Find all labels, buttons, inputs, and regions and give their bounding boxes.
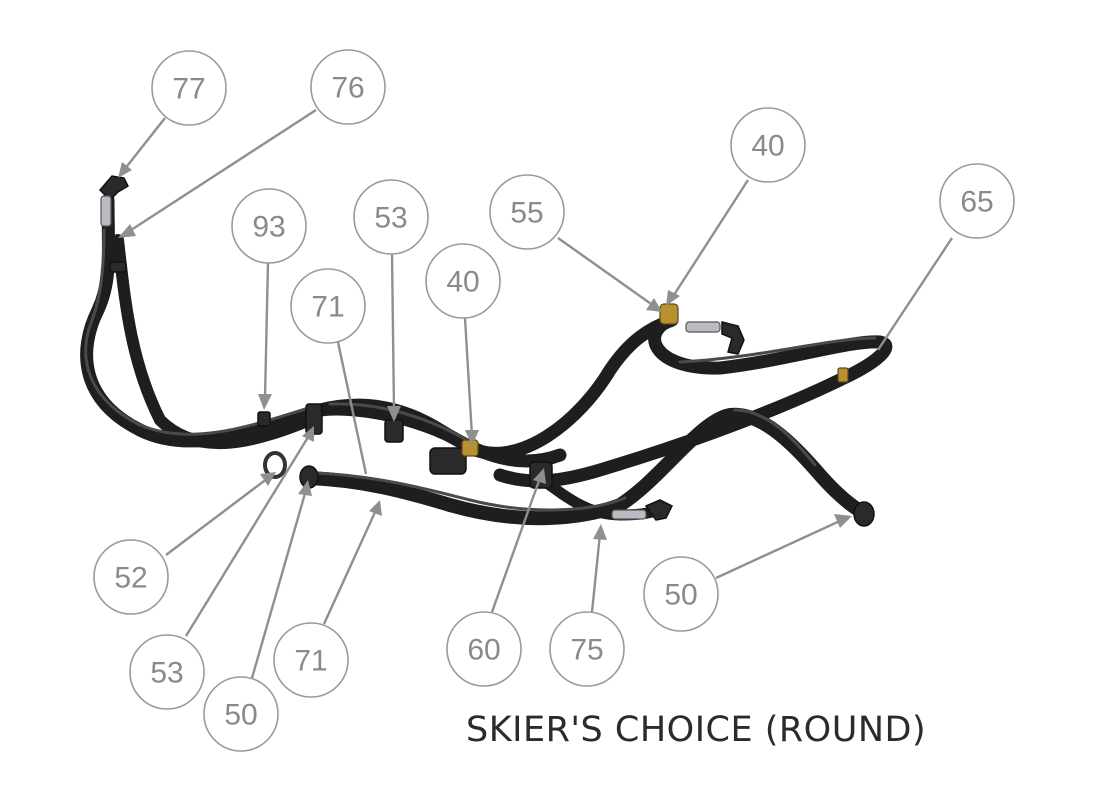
svg-text:75: 75	[570, 634, 603, 667]
svg-text:40: 40	[446, 266, 479, 299]
arrow-53-upper	[387, 406, 401, 422]
leader-65	[876, 237, 954, 351]
svg-text:55: 55	[510, 197, 543, 230]
arrow-50-left	[298, 480, 312, 496]
hose-right-loop	[493, 313, 893, 488]
svg-text:76: 76	[331, 72, 364, 105]
balloon-40-middle: 40	[425, 243, 501, 319]
arrow-93	[258, 394, 272, 410]
ring-52	[263, 451, 287, 479]
hose-upper-main	[313, 313, 679, 460]
leader-71-upper	[336, 341, 368, 475]
hose-highlight-1	[84, 228, 322, 436]
metal-fitting-75	[611, 509, 647, 520]
leader-77	[123, 117, 166, 171]
hose-bundle	[80, 193, 893, 526]
clamp-53-upper	[384, 419, 404, 443]
balloon-60: 60	[446, 611, 522, 687]
balloon-65: 65	[939, 163, 1015, 239]
balloon-55: 55	[489, 174, 565, 250]
balloon-52: 52	[93, 539, 169, 615]
balloon-callouts: 77 76 93 53 71 40	[93, 49, 1015, 752]
leader-53-upper	[390, 253, 396, 411]
elbow-fitting-75	[644, 499, 674, 521]
clamp-upper	[109, 261, 127, 273]
arrow-77	[118, 162, 132, 178]
svg-text:40: 40	[751, 130, 784, 163]
hose-highlight-3	[314, 471, 627, 512]
hose-highlight-5	[733, 408, 817, 467]
fittings	[98, 175, 875, 527]
brass-fitting-65	[837, 367, 849, 383]
svg-text:60: 60	[467, 634, 500, 667]
leader-55	[557, 237, 655, 307]
leader-lines	[118, 108, 954, 679]
elbow-fitting-55	[721, 321, 745, 355]
svg-text:71: 71	[294, 645, 327, 678]
arrow-50-right	[834, 514, 852, 528]
arrow-76	[118, 224, 136, 238]
arrow-40-middle	[465, 430, 479, 446]
hose-left-loop-inner	[112, 234, 316, 450]
leader-93	[263, 261, 270, 399]
balloon-71-upper: 71	[290, 268, 366, 344]
balloon-76: 76	[310, 49, 386, 125]
leader-40-middle	[463, 317, 474, 437]
fitting-76-metal	[100, 195, 112, 227]
balloon-71-lower: 71	[273, 622, 349, 698]
hose-highlight-2	[328, 402, 472, 444]
svg-text:50: 50	[224, 699, 257, 732]
balloon-77: 77	[151, 50, 227, 126]
svg-text:53: 53	[150, 657, 183, 690]
arrow-71-lower	[369, 500, 382, 516]
balloon-40-top: 40	[730, 107, 806, 183]
balloon-75: 75	[549, 611, 625, 687]
leader-53-lower	[184, 433, 312, 637]
metal-fitting-55	[685, 321, 721, 333]
balloon-53-lower: 53	[129, 634, 205, 710]
hose-highlight-4	[678, 336, 877, 364]
brass-fitting-40-middle	[461, 439, 479, 457]
hose-lower-71	[301, 407, 869, 526]
brass-fitting-55	[659, 303, 679, 325]
leader-75	[590, 533, 602, 613]
leader-76	[127, 108, 317, 234]
balloon-53-upper: 53	[353, 179, 429, 255]
svg-text:71: 71	[311, 291, 344, 324]
coupler-60	[429, 447, 467, 475]
balloon-93: 93	[231, 188, 307, 264]
hose-end-50-right	[853, 501, 875, 527]
leader-50-right	[715, 518, 843, 580]
balloon-50-right: 50	[643, 556, 719, 632]
leader-60	[490, 477, 542, 613]
svg-text:52: 52	[114, 562, 147, 595]
leader-50-left	[250, 489, 308, 679]
svg-text:53: 53	[374, 202, 407, 235]
svg-text:65: 65	[960, 186, 993, 219]
clamp-93	[257, 411, 271, 427]
leader-52	[165, 477, 269, 556]
balloon-50-left: 50	[203, 676, 279, 752]
arrow-53-lower	[302, 426, 314, 442]
svg-text:50: 50	[664, 579, 697, 612]
arrow-52	[260, 472, 276, 486]
svg-text:93: 93	[252, 211, 285, 244]
arrow-75	[593, 524, 607, 540]
leader-40-top	[670, 179, 750, 299]
arrow-60	[533, 468, 546, 484]
leader-71-lower	[322, 509, 378, 625]
arrow-40-top	[666, 290, 680, 306]
diagram-caption: SKIER'S CHOICE (ROUND)	[466, 710, 927, 750]
svg-text:77: 77	[172, 73, 205, 106]
arrow-55	[646, 298, 662, 312]
